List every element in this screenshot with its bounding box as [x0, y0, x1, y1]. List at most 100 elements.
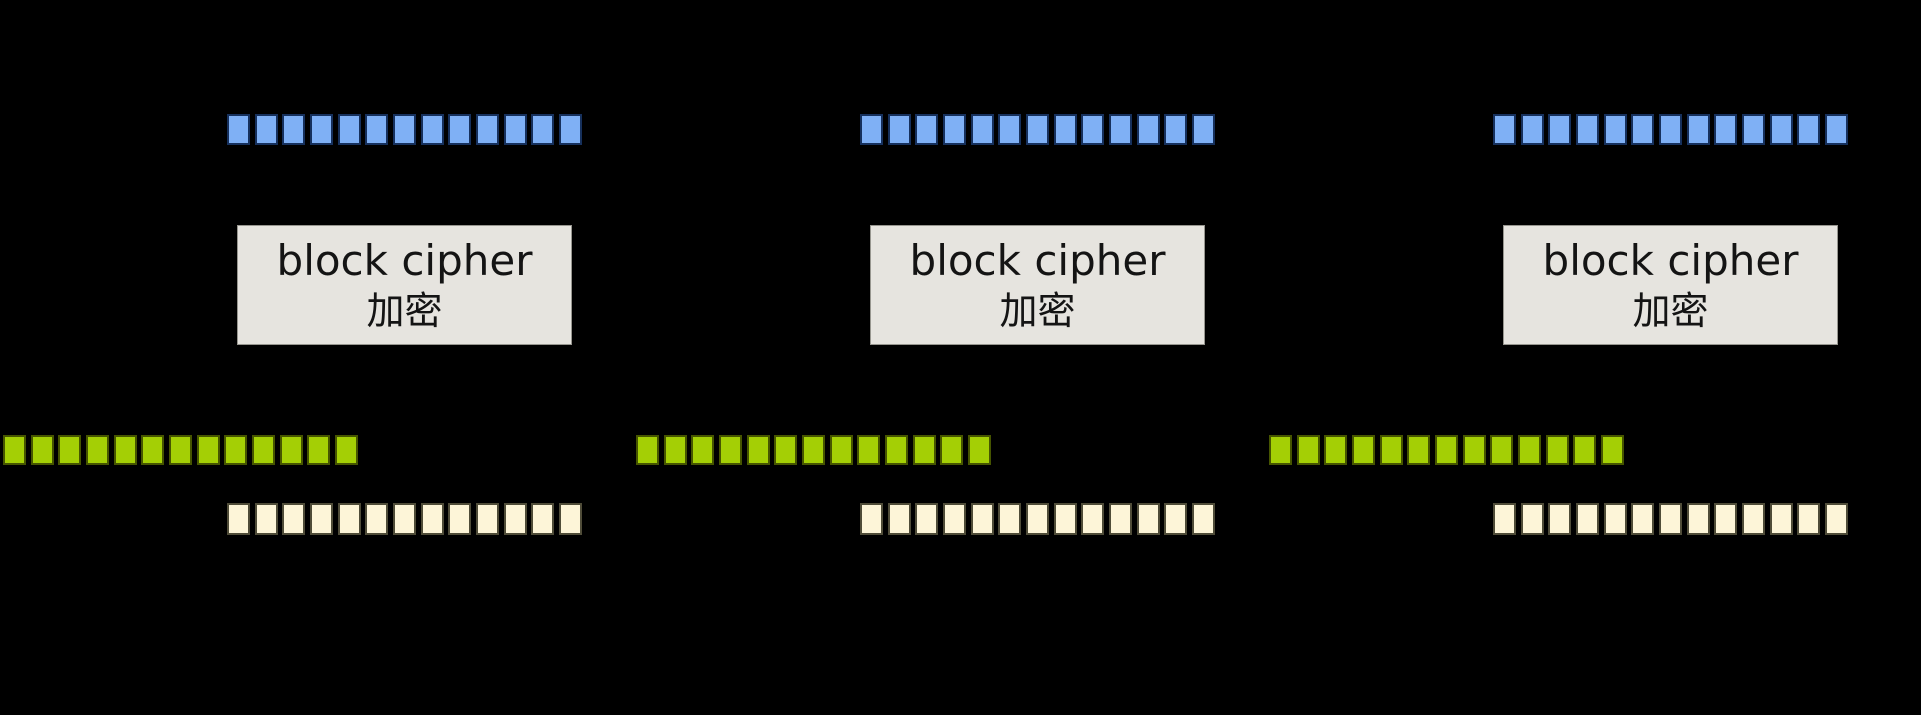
bit-square	[1490, 435, 1514, 465]
bit-square	[1136, 503, 1160, 535]
bit-square	[1631, 503, 1655, 535]
bit-square	[1164, 114, 1188, 145]
bit-square	[1575, 114, 1599, 145]
bit-square	[1493, 503, 1516, 535]
bit-square	[774, 435, 798, 465]
encrypt-label-zh: 加密	[1632, 288, 1709, 333]
bit-square	[254, 114, 278, 145]
bit-square	[887, 503, 911, 535]
block-cipher-box: block cipher 加密	[870, 225, 1205, 345]
keystream-block-row	[636, 435, 991, 465]
bit-square	[420, 114, 444, 145]
bit-square	[718, 435, 742, 465]
bit-square	[337, 114, 361, 145]
bit-square	[1434, 435, 1458, 465]
bit-square	[1053, 503, 1077, 535]
bit-square	[30, 435, 54, 465]
bit-square	[365, 503, 389, 535]
bit-square	[663, 435, 687, 465]
bit-square	[1407, 435, 1431, 465]
bit-square	[1797, 114, 1821, 145]
input-block-row	[227, 114, 582, 145]
bit-square	[307, 435, 331, 465]
bit-square	[1296, 435, 1320, 465]
keystream-block-row	[3, 435, 358, 465]
bit-square	[282, 503, 306, 535]
bit-square	[912, 435, 936, 465]
bit-square	[860, 503, 883, 535]
bit-square	[970, 503, 994, 535]
bit-square	[1686, 114, 1710, 145]
keystream-block-row	[1269, 435, 1624, 465]
bit-square	[1631, 114, 1655, 145]
bit-square	[334, 435, 358, 465]
encrypt-label-zh: 加密	[366, 288, 443, 333]
bit-square	[113, 435, 137, 465]
bit-square	[448, 503, 472, 535]
message-block-row	[1493, 503, 1848, 535]
bit-square	[636, 435, 659, 465]
bit-square	[1824, 503, 1848, 535]
bit-square	[1081, 503, 1105, 535]
message-block-row	[227, 503, 582, 535]
bit-square	[884, 435, 908, 465]
bit-square	[857, 435, 881, 465]
bit-square	[1824, 114, 1848, 145]
bit-square	[279, 435, 303, 465]
bit-square	[531, 114, 555, 145]
bit-square	[1493, 114, 1516, 145]
bit-square	[1548, 503, 1572, 535]
bit-square	[1686, 503, 1710, 535]
bit-square	[1269, 435, 1292, 465]
bit-square	[1025, 503, 1049, 535]
bit-square	[227, 114, 250, 145]
bit-square	[1517, 435, 1541, 465]
bit-square	[503, 114, 527, 145]
bit-square	[1600, 435, 1624, 465]
bit-square	[392, 114, 416, 145]
bit-square	[860, 114, 883, 145]
bit-square	[254, 503, 278, 535]
bit-square	[1769, 503, 1793, 535]
bit-square	[558, 114, 582, 145]
bit-square	[967, 435, 991, 465]
bit-square	[1520, 114, 1544, 145]
bit-square	[1797, 503, 1821, 535]
block-cipher-label: block cipher	[1542, 236, 1799, 285]
bit-square	[1714, 114, 1738, 145]
block-cipher-label: block cipher	[276, 236, 533, 285]
bit-square	[940, 435, 964, 465]
bit-square	[1136, 114, 1160, 145]
bit-square	[475, 503, 499, 535]
bit-square	[309, 114, 333, 145]
bit-square	[1081, 114, 1105, 145]
block-cipher-box: block cipher 加密	[237, 225, 572, 345]
bit-square	[224, 435, 248, 465]
input-block-row	[860, 114, 1215, 145]
bit-square	[448, 114, 472, 145]
bit-square	[915, 114, 939, 145]
bit-square	[420, 503, 444, 535]
bit-square	[942, 503, 966, 535]
bit-square	[1108, 114, 1132, 145]
bit-square	[309, 503, 333, 535]
encryption-column-3: block cipher 加密	[1266, 0, 1899, 715]
bit-square	[915, 503, 939, 535]
bit-square	[282, 114, 306, 145]
bit-square	[746, 435, 770, 465]
encrypt-label-zh: 加密	[999, 288, 1076, 333]
encryption-column-1: block cipher 加密	[0, 0, 633, 715]
bit-square	[168, 435, 192, 465]
bit-square	[1164, 503, 1188, 535]
bit-square	[1191, 114, 1215, 145]
bit-square	[1108, 503, 1132, 535]
bit-square	[227, 503, 250, 535]
bit-square	[998, 503, 1022, 535]
input-block-row	[1493, 114, 1848, 145]
bit-square	[1324, 435, 1348, 465]
bit-square	[998, 114, 1022, 145]
bit-square	[58, 435, 82, 465]
bit-square	[1714, 503, 1738, 535]
bit-square	[1575, 503, 1599, 535]
